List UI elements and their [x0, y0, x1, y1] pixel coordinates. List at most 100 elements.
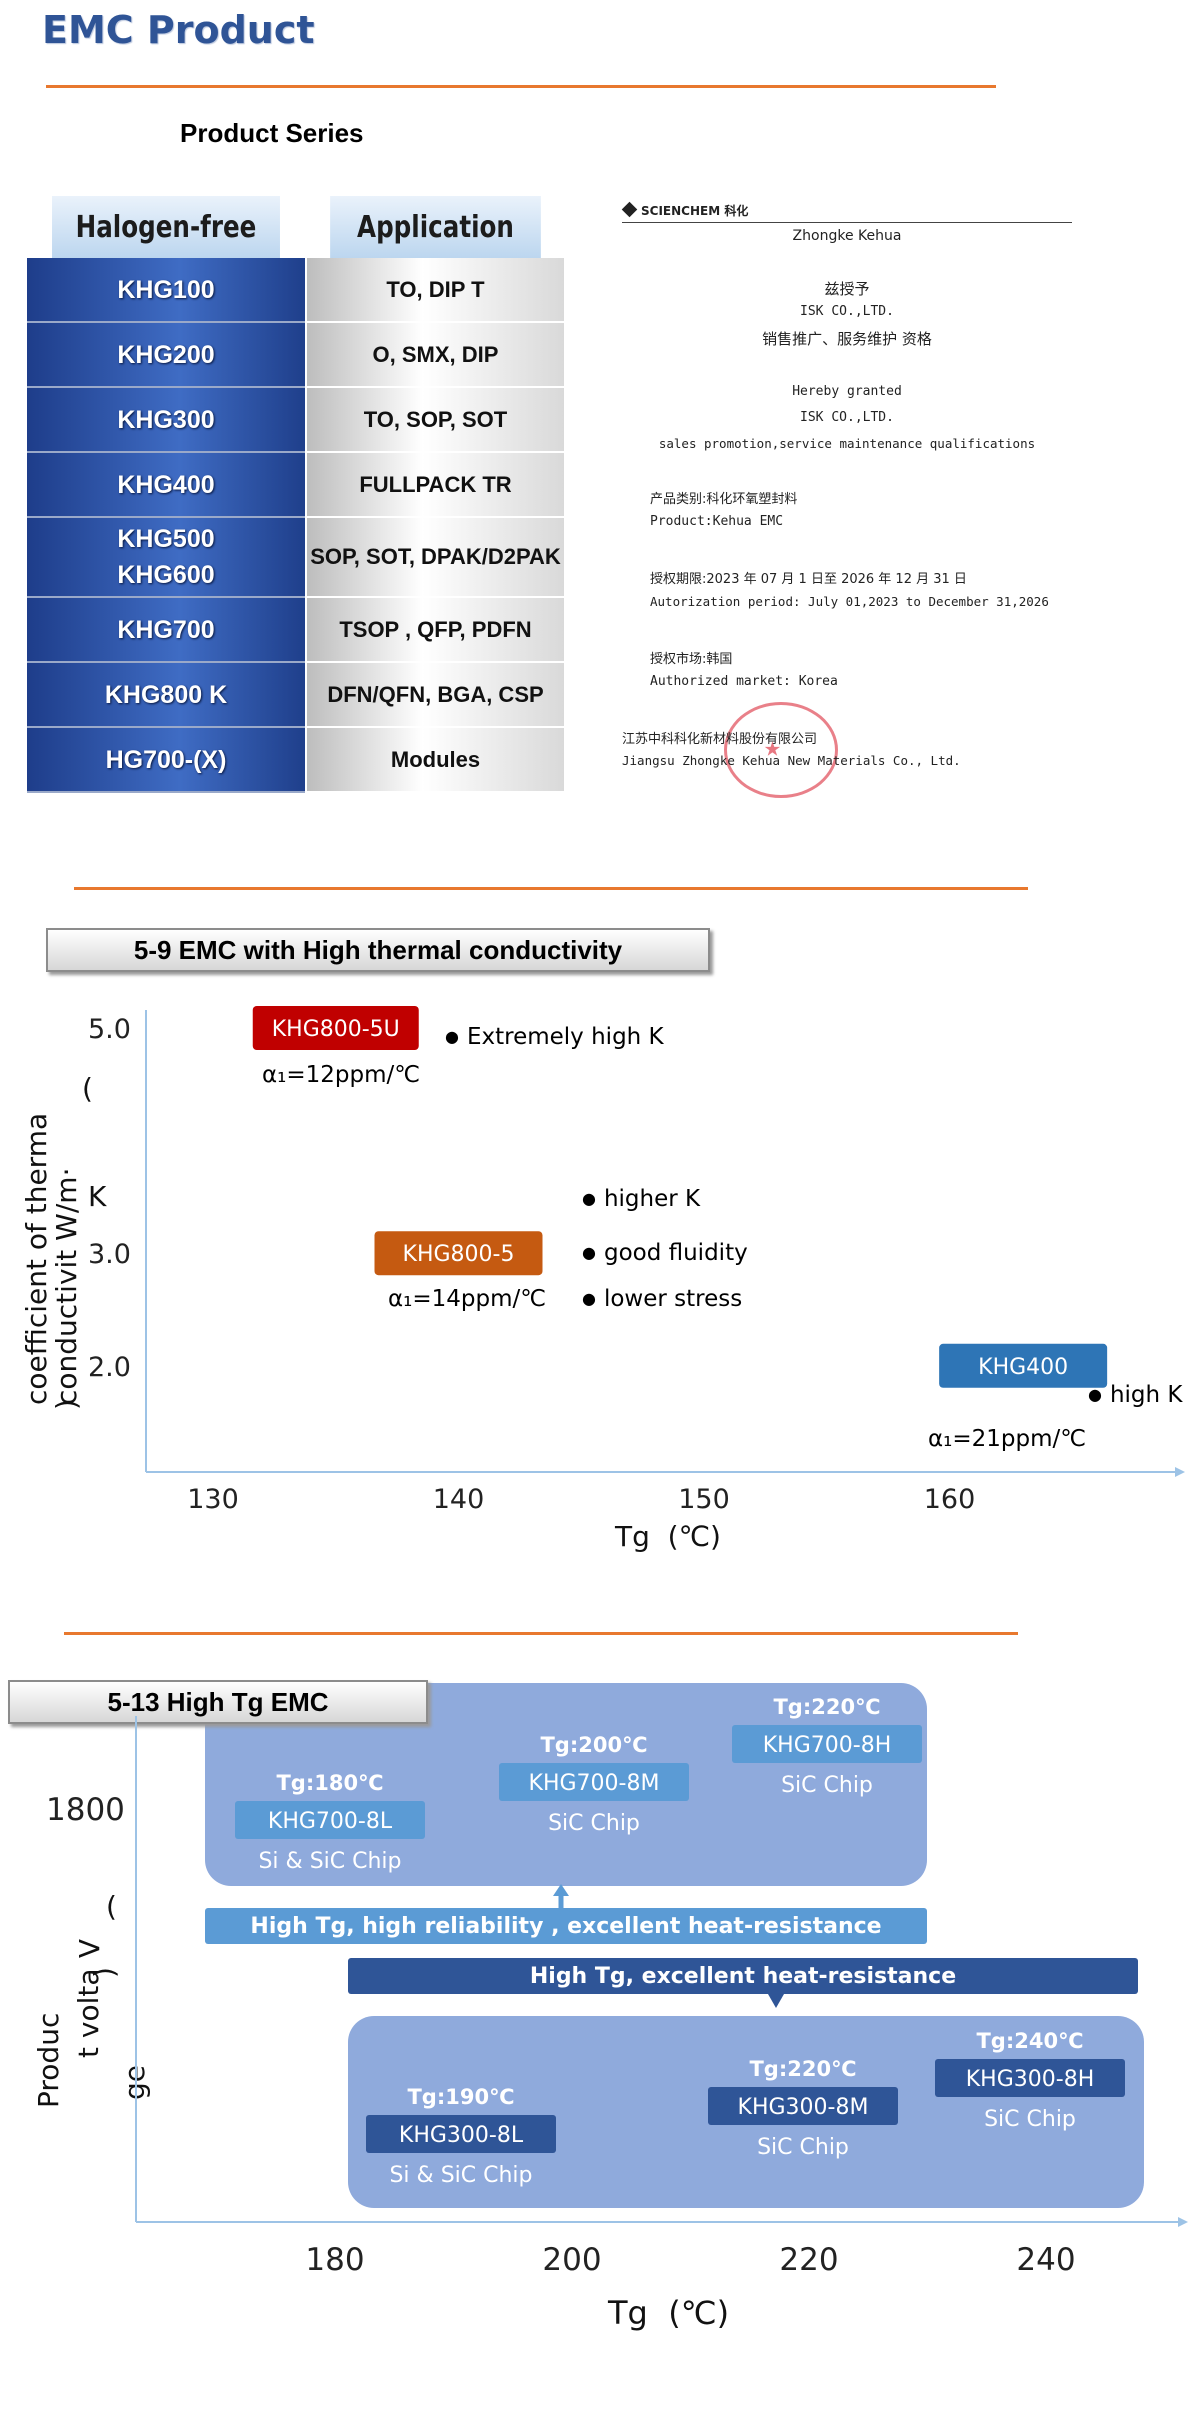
- chart1-ylabel-paren: (: [82, 1072, 93, 1105]
- chart2-x-tick-label: 220: [779, 2242, 838, 2278]
- bottom-product-khg300-8h-use: SiC Chip: [984, 2107, 1076, 2132]
- page-title: EMC Product: [42, 8, 315, 52]
- top-feature-band: High Tg, high reliability , excellent he…: [205, 1908, 927, 1944]
- certificate-text: ISK CO.,LTD.: [800, 304, 894, 319]
- product-application: SOP, SOT, DPAK/D2PAK: [307, 518, 564, 598]
- bottom-product-khg300-8m: [708, 2087, 898, 2125]
- table-header-halogen-free: Halogen-free: [52, 196, 280, 258]
- top-product-khg700-8m-label: KHG700-8M: [529, 1771, 660, 1796]
- product-series-table: Halogen-free Application KHG100 TO, DIP …: [27, 196, 564, 793]
- product-application: TO, SOP, SOT: [307, 388, 564, 453]
- chart1-x-tick-label: 140: [433, 1484, 485, 1515]
- certificate-text: Product:Kehua EMC: [650, 514, 784, 529]
- certificate-text: 授权市场:韩国: [650, 652, 733, 667]
- certificate-text: Authorized market: Korea: [650, 674, 838, 689]
- product-code: KHG700: [27, 598, 305, 663]
- certificate-logo: SCIENCHEM 科化: [621, 201, 748, 219]
- product-code: KHG200: [27, 323, 305, 388]
- chart2-x-tick-label: 180: [305, 2242, 364, 2278]
- top-product-khg700-8h-label: KHG700-8H: [763, 1733, 892, 1758]
- chart1-ylabel-unit: K: [88, 1180, 107, 1213]
- table-row: KHG100 TO, DIP T: [27, 258, 564, 323]
- certificate-text: Hereby granted: [792, 384, 902, 399]
- top-product-khg700-8l: [235, 1801, 425, 1839]
- certificate-text: Autorization period: July 01,2023 to Dec…: [650, 594, 1049, 609]
- divider: [64, 1632, 1018, 1635]
- top-product-khg700-8l-label: KHG700-8L: [268, 1809, 393, 1834]
- chart1-point-label: KHG400: [978, 1355, 1068, 1380]
- bottom-product-khg300-8h: [935, 2059, 1125, 2097]
- chart1-y-tick-label: 2.0: [88, 1352, 131, 1383]
- chart1-x-tick-label: 130: [187, 1484, 239, 1515]
- chart2-y-tick-label: 1800: [46, 1792, 125, 1828]
- product-application: Modules: [307, 728, 564, 793]
- certificate-text: 产品类别:科化环氧塑封料: [650, 492, 798, 507]
- khg800-5-alpha: α₁=14ppm/℃: [388, 1286, 547, 1312]
- bottom-feature-band: High Tg, excellent heat-resistance: [348, 1958, 1138, 1994]
- divider: [74, 887, 1028, 890]
- top-product-khg700-8h-use: SiC Chip: [781, 1773, 873, 1798]
- table-row: KHG400 FULLPACK TR: [27, 453, 564, 518]
- top-product-khg700-8l-tg: Tg:180℃: [276, 1771, 383, 1795]
- product-code: KHG300: [27, 388, 305, 453]
- certificate-issuer-en: Jiangsu Zhongke Kehua New Materials Co.,…: [622, 753, 961, 768]
- khg800-5u-note: Extremely high K: [445, 1024, 664, 1050]
- chart2-x-arrow-icon: [1178, 2217, 1188, 2227]
- certificate-text: ISK CO.,LTD.: [800, 410, 894, 425]
- divider: [46, 85, 996, 88]
- chart1-point-khg400: [939, 1343, 1108, 1388]
- arrow-up-icon: [553, 1884, 569, 1896]
- product-application: TO, DIP T: [307, 258, 564, 323]
- khg800-5u-alpha: α₁=12ppm/℃: [262, 1062, 421, 1088]
- khg400-alpha: α₁=21ppm/℃: [928, 1426, 1087, 1452]
- arrow-down-icon: [768, 1994, 784, 2008]
- authorization-certificate: SCIENCHEM 科化 Zhongke Kehua 兹授予 ISK CO.,L…: [612, 190, 1082, 800]
- khg800-5-note: higher K: [582, 1186, 700, 1212]
- chart1-y-tick-label: 5.0: [88, 1014, 131, 1045]
- table-row: KHG700 TSOP , QFP, PDFN: [27, 598, 564, 663]
- table-header-application: Application: [330, 196, 541, 258]
- product-code: HG700-(X): [27, 728, 305, 793]
- table-row: KHG800 K DFN/QFN, BGA, CSP: [27, 663, 564, 728]
- product-code: KHG400: [27, 453, 305, 518]
- seal-star-icon: ★: [764, 730, 781, 763]
- bottom-product-khg300-8m-label: KHG300-8M: [738, 2095, 869, 2120]
- certificate-issuer-cn: 江苏中科科化新材料股份有限公司: [622, 732, 818, 747]
- chart1-point-label: KHG800-5U: [272, 1017, 400, 1042]
- chart2-x-tick-label: 240: [1016, 2242, 1075, 2278]
- table-row: HG700-(X) Modules: [27, 728, 564, 793]
- chart1-point-khg800-5: [374, 1231, 543, 1276]
- top-product-khg700-8m-tg: Tg:200℃: [540, 1733, 647, 1757]
- chart2-header: 5-13 High Tg EMC: [8, 1680, 428, 1724]
- chart1-y-tick-label: 3.0: [88, 1239, 131, 1270]
- chart2-ylabel-paren: (: [106, 1890, 117, 1923]
- top-product-khg700-8h: [732, 1725, 922, 1763]
- table-row: KHG200 O, SMX, DIP: [27, 323, 564, 388]
- top-product-khg700-8l-use: Si & SiC Chip: [258, 1849, 401, 1874]
- certificate-text: 销售推广、服务维护 资格: [762, 330, 932, 348]
- top-product-khg700-8m: [499, 1763, 689, 1801]
- top-product-khg700-8h-tg: Tg:220℃: [773, 1695, 880, 1719]
- khg800-5-note: lower stress: [582, 1286, 742, 1312]
- product-application: DFN/QFN, BGA, CSP: [307, 663, 564, 728]
- chart2-x-tick-label: 200: [542, 2242, 601, 2278]
- product-code: KHG800 K: [27, 663, 305, 728]
- bottom-product-khg300-8l-use: Si & SiC Chip: [389, 2163, 532, 2188]
- chart1-xlabel: Tg (℃): [615, 1520, 721, 1553]
- product-series-title: Product Series: [180, 118, 364, 148]
- chart1-point-khg800-5u: [252, 1006, 419, 1050]
- chart1-point-label: KHG800-5: [403, 1242, 515, 1267]
- product-application: FULLPACK TR: [307, 453, 564, 518]
- bottom-product-khg300-8l-tg: Tg:190℃: [407, 2085, 514, 2109]
- company-seal-icon: [724, 702, 838, 798]
- bottom-product-khg300-8h-tg: Tg:240℃: [976, 2029, 1083, 2053]
- chart1-header: 5-9 EMC with High thermal conductivity: [46, 928, 710, 972]
- table-row: KHG300 TO, SOP, SOT: [27, 388, 564, 453]
- khg400-note: high K: [1088, 1382, 1183, 1408]
- bottom-product-khg300-8l: [366, 2115, 556, 2153]
- product-application: TSOP , QFP, PDFN: [307, 598, 564, 663]
- bottom-product-khg300-8l-label: KHG300-8L: [399, 2123, 524, 2148]
